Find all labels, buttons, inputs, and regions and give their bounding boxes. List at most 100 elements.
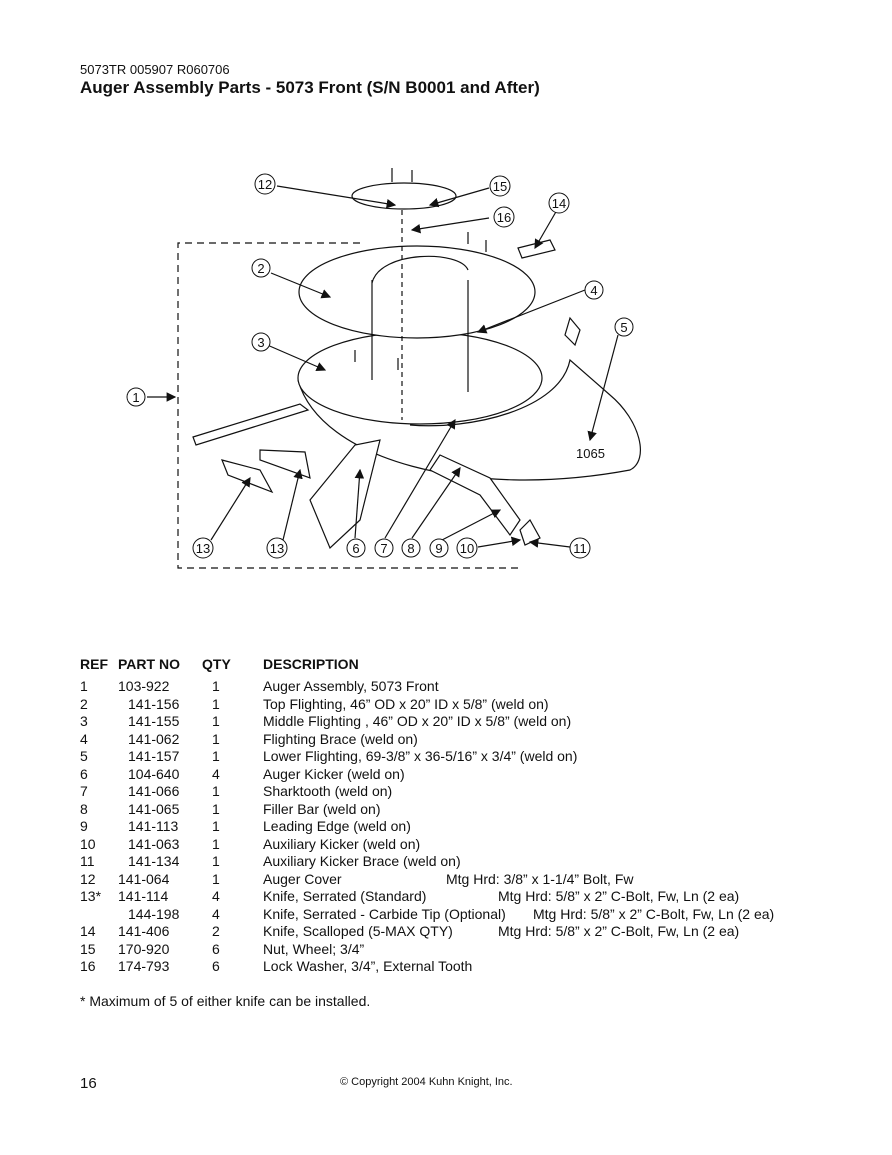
cell-ref: 4 [80, 730, 88, 747]
cell-part-no: 170-920 [118, 940, 170, 957]
cell-part-no: 141-064 [118, 870, 170, 887]
cell-description: Knife, Scalloped (5-MAX QTY) [263, 923, 453, 939]
cell-part-no: 104-640 [128, 765, 180, 782]
assembly-outline [177, 242, 522, 569]
cell-part-no: 141-406 [118, 923, 170, 939]
svg-text:15: 15 [493, 179, 507, 194]
cell-part-no: 141-134 [128, 853, 180, 869]
page-number: 16 [80, 1075, 97, 1092]
callout-7: 7 [374, 538, 394, 558]
cell-part-no: 144-198 [128, 905, 180, 922]
part-dimension-label: 1065 [576, 446, 605, 461]
cell-description: Auger Assembly, 5073 Front [263, 678, 439, 694]
cell-part-no: 141-065 [128, 800, 180, 817]
cell-description: Middle Flighting , 46” OD x 20” ID x 5/8… [263, 713, 572, 729]
cell-ref: 6 [80, 765, 88, 782]
cell-qty: 6 [212, 958, 220, 974]
cell-description: Knife, Serrated - Carbide Tip (Optional) [263, 905, 506, 922]
cell-ref: 12 [80, 870, 96, 887]
cell-description: Nut, Wheel; 3/4” [263, 940, 365, 957]
header-description: DESCRIPTION [263, 656, 359, 672]
svg-text:9: 9 [435, 541, 442, 556]
cell-ref: 1 [80, 678, 88, 694]
svg-text:7: 7 [380, 541, 387, 556]
cell-part-no: 103-922 [118, 678, 170, 694]
callout-4: 4 [584, 280, 604, 300]
cell-description: Flighting Brace (weld on) [263, 730, 418, 747]
cell-ref: 9 [80, 818, 88, 834]
svg-text:4: 4 [590, 283, 597, 298]
header-part-no: PART NO [118, 656, 180, 672]
svg-text:13: 13 [270, 541, 284, 556]
cell-description: Sharktooth (weld on) [263, 783, 393, 799]
top-flighting-shape [298, 245, 536, 339]
cell-qty: 4 [212, 765, 220, 782]
svg-text:6: 6 [352, 541, 359, 556]
cell-qty: 1 [212, 713, 220, 729]
callout-12: 12 [254, 173, 276, 195]
cell-ref: 10 [80, 835, 96, 852]
cell-ref: 7 [80, 783, 88, 799]
cell-description: Top Flighting, 46” OD x 20” ID x 5/8” (w… [263, 695, 549, 712]
cell-qty: 1 [212, 695, 220, 712]
cell-part-no: 174-793 [118, 958, 170, 974]
callout-13b: 13 [266, 537, 288, 559]
cell-mounting-hardware: Mtg Hrd: 3/8” x 1-1/4” Bolt, Fw [446, 870, 634, 887]
cell-ref: 14 [80, 923, 96, 939]
cell-qty: 1 [212, 835, 220, 852]
footnote: * Maximum of 5 of either knife can be in… [80, 993, 371, 1009]
svg-text:3: 3 [257, 335, 264, 350]
cell-description: Knife, Serrated (Standard) [263, 888, 427, 904]
cell-description: Lower Flighting, 69-3/8” x 36-5/16” x 3/… [263, 748, 578, 764]
cell-part-no: 141-062 [128, 730, 180, 747]
header-ref: REF [80, 656, 108, 672]
callout-16: 16 [493, 206, 515, 228]
svg-text:2: 2 [257, 261, 264, 276]
callout-13a: 13 [192, 537, 214, 559]
header-qty: QTY [202, 656, 231, 672]
cell-ref: 16 [80, 958, 96, 974]
svg-text:1: 1 [132, 390, 139, 405]
callout-11: 11 [569, 537, 591, 559]
cell-ref: 2 [80, 695, 88, 712]
cell-part-no: 141-157 [128, 748, 180, 764]
cell-part-no: 141-114 [118, 888, 169, 904]
callout-8: 8 [401, 538, 421, 558]
cell-part-no: 141-155 [128, 713, 180, 729]
cell-qty: 4 [212, 905, 220, 922]
cell-qty: 1 [212, 870, 220, 887]
cell-ref: 13* [80, 888, 102, 904]
page-title: Auger Assembly Parts - 5073 Front (S/N B… [80, 78, 540, 97]
cell-qty: 1 [212, 853, 220, 869]
cell-description: Auxiliary Kicker (weld on) [263, 835, 421, 852]
cell-description: Auxiliary Kicker Brace (weld on) [263, 853, 461, 869]
cell-mounting-hardware: Mtg Hrd: 5/8” x 2” C-Bolt, Fw, Ln (2 ea) [498, 923, 740, 939]
svg-text:5: 5 [620, 320, 627, 335]
cell-qty: 1 [212, 818, 220, 834]
cell-part-no: 141-113 [128, 818, 179, 834]
callout-2: 2 [251, 258, 271, 278]
svg-text:14: 14 [552, 196, 566, 211]
cell-description: Auger Kicker (weld on) [263, 765, 405, 782]
callout-15: 15 [489, 175, 511, 197]
copyright: © Copyright 2004 Kuhn Knight, Inc. [340, 1076, 513, 1088]
document-id: 5073TR 005907 R060706 [80, 62, 230, 77]
cell-qty: 4 [212, 888, 220, 904]
cell-ref: 3 [80, 713, 88, 729]
svg-text:12: 12 [258, 177, 272, 192]
callout-1: 1 [126, 387, 146, 407]
callout-9: 9 [429, 538, 449, 558]
callout-6: 6 [346, 538, 366, 558]
cell-description: Leading Edge (weld on) [263, 818, 411, 834]
auger-cover-shape [351, 182, 457, 210]
callout-5: 5 [614, 317, 634, 337]
cell-description: Auger Cover [263, 870, 342, 887]
svg-text:13: 13 [196, 541, 210, 556]
cell-qty: 1 [212, 783, 220, 799]
svg-text:10: 10 [460, 541, 474, 556]
cell-ref: 11 [80, 853, 95, 869]
auger-exploded-diagram: 1 2 3 4 5 6 7 8 9 10 11 12 13 13 14 15 1… [126, 168, 641, 569]
cell-part-no: 141-156 [128, 695, 180, 712]
cell-qty: 1 [212, 748, 220, 764]
cell-part-no: 141-063 [128, 835, 180, 852]
